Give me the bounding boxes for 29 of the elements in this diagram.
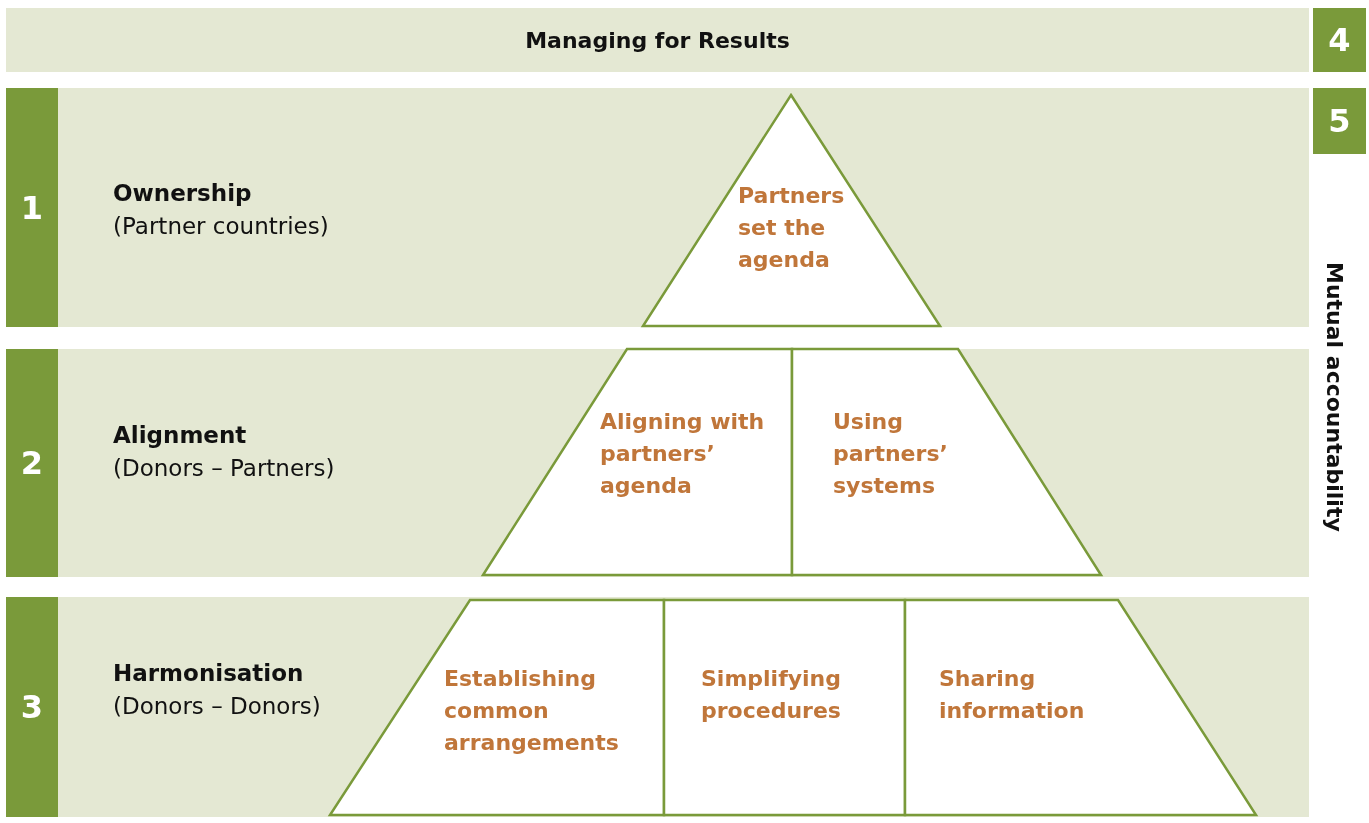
section-text: Aligning with partners’ agenda	[600, 408, 766, 500]
band-background	[6, 597, 1309, 817]
band-subtitle: (Donors – Partners)	[113, 455, 335, 481]
vertical-label: Mutual accountability	[1322, 262, 1347, 532]
pyramid-section	[483, 349, 792, 575]
pyramid-section	[905, 600, 1256, 815]
band-subtitle: (Partner countries)	[113, 213, 329, 239]
number-tab: 2	[6, 349, 58, 577]
pyramid-section	[664, 600, 905, 815]
section-text: Partners set the agenda	[738, 182, 846, 274]
number-tab: 1	[6, 88, 58, 327]
band-title: Managing for Results	[525, 27, 790, 53]
section-text: Simplifying procedures	[701, 665, 842, 725]
pyramid-section	[330, 600, 664, 815]
band-title: Ownership	[113, 180, 252, 206]
number-tab: 3	[6, 597, 58, 817]
band-background	[6, 8, 1309, 72]
band-title: Alignment	[113, 422, 247, 448]
band-background	[6, 88, 1309, 327]
band-subtitle: (Donors – Donors)	[113, 693, 321, 719]
pyramid-section	[792, 349, 1101, 575]
number-tab: 4	[1313, 8, 1366, 72]
section-text: Establishing common arrangements	[444, 665, 620, 757]
pyramid-section	[643, 95, 940, 326]
band-background	[6, 349, 1309, 577]
section-text: Sharing information	[939, 665, 1086, 725]
section-text: Using partners’ systems	[833, 408, 949, 500]
number-tab: 5	[1313, 88, 1366, 154]
band-title: Harmonisation	[113, 660, 304, 686]
